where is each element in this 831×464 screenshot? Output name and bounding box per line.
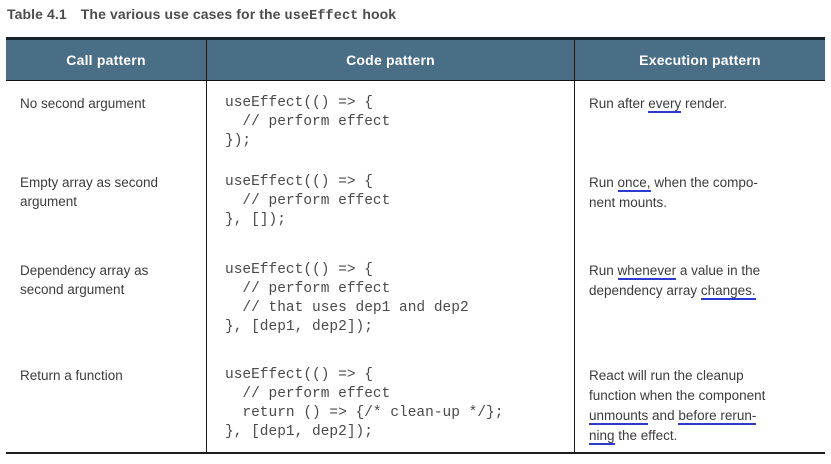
table-row: Dependency array as second argument useE…	[6, 248, 825, 353]
call-pattern-cell: Empty array as second argument	[6, 160, 207, 248]
table-number: Table 4.1	[7, 6, 67, 22]
code-pattern-cell: useEffect(() => { // perform effect }, […	[207, 160, 575, 248]
execution-pattern-cell: Run after every render.	[575, 81, 825, 160]
table-title-code: useEffect	[284, 9, 359, 24]
table-title-text: The various use cases for the	[80, 6, 285, 22]
execution-pattern-cell: Run once, when the compo-nent mounts.	[575, 160, 825, 248]
table-title-suffix: hook	[358, 6, 397, 22]
execution-text: dependency array	[589, 283, 701, 298]
table-row: No second argument useEffect(() => { // …	[6, 81, 825, 160]
code-pattern-cell: useEffect(() => { // perform effect // t…	[207, 248, 575, 353]
execution-text: React will run the cleanup	[589, 368, 744, 383]
table-header-row: Call pattern Code pattern Execution patt…	[6, 37, 825, 81]
table-row: Return a function useEffect(() => { // p…	[6, 353, 825, 452]
code-block: useEffect(() => { // perform effect }, […	[225, 174, 391, 228]
table-row: Empty array as second argument useEffect…	[6, 160, 825, 248]
header-execution-pattern: Execution pattern	[639, 52, 761, 68]
index-link[interactable]: unmounts	[589, 408, 649, 425]
execution-text: Run	[589, 263, 618, 278]
call-pattern-cell: Return a function	[6, 353, 207, 452]
execution-text: and	[648, 408, 679, 423]
execution-text: a value in the	[676, 263, 761, 278]
code-pattern-cell: useEffect(() => { // perform effect });	[207, 81, 575, 160]
code-pattern-cell: useEffect(() => { // perform effect retu…	[207, 353, 575, 452]
execution-pattern-cell: Run whenever a value in the dependency ar…	[575, 248, 825, 353]
index-link[interactable]: before rerun-	[678, 408, 757, 425]
execution-pattern-cell: React will run the cleanup function when …	[575, 353, 825, 452]
call-pattern-cell: No second argument	[6, 81, 207, 160]
header-code-pattern: Code pattern	[207, 40, 575, 80]
code-block: useEffect(() => { // perform effect });	[225, 95, 391, 149]
execution-text: nent mounts.	[589, 195, 668, 210]
call-pattern-cell: Dependency array as second argument	[6, 248, 207, 353]
use-effect-table: Call pattern Code pattern Execution patt…	[6, 37, 825, 454]
index-link[interactable]: whenever	[617, 263, 677, 280]
table-caption: Table 4.1 The various use cases for the u…	[0, 0, 831, 24]
execution-text: when the compo-	[650, 175, 758, 190]
header-call-pattern: Call pattern	[6, 40, 207, 80]
execution-text: the effect.	[614, 428, 678, 443]
index-link[interactable]: every	[648, 96, 682, 113]
index-link[interactable]: ning	[589, 428, 615, 445]
index-link[interactable]: changes.	[700, 283, 756, 300]
index-link[interactable]: once,	[617, 175, 651, 192]
code-block: useEffect(() => { // perform effect // t…	[225, 262, 469, 335]
execution-text: function when the component	[589, 388, 766, 403]
code-block: useEffect(() => { // perform effect retu…	[225, 367, 504, 440]
execution-text: render.	[681, 96, 728, 111]
execution-text: Run	[589, 175, 618, 190]
execution-text: Run after	[589, 96, 649, 111]
